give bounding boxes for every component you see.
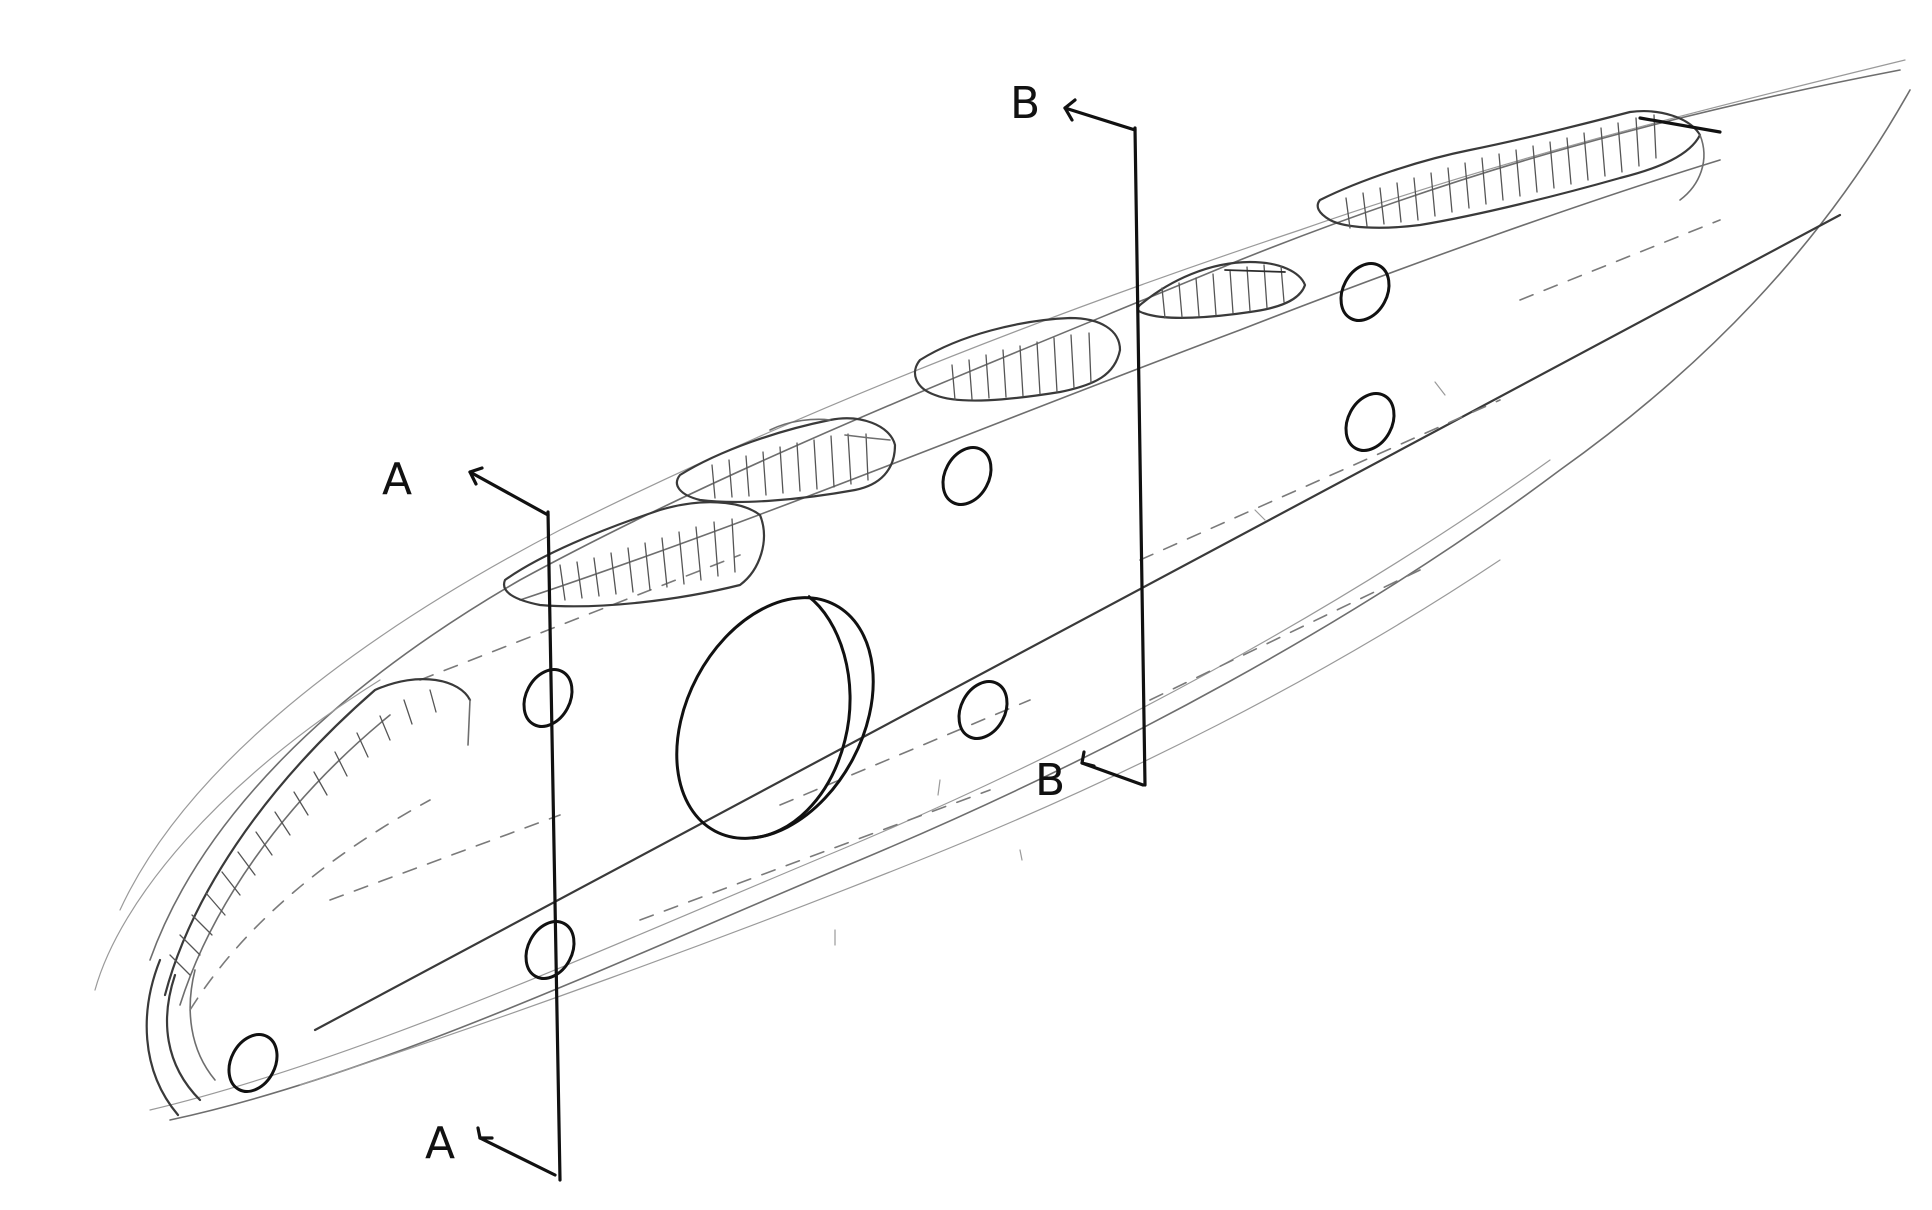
hole-a-upper: [522, 668, 574, 728]
mounting-holes: [227, 262, 1396, 1093]
ridge-segment-3: [675, 417, 897, 504]
ridge-segment-front: [163, 678, 472, 1006]
ridge-segments: [163, 110, 1722, 1006]
section-line-a: [468, 466, 562, 1182]
hole-front: [227, 1033, 279, 1093]
label-b-top: B: [1010, 78, 1040, 129]
label-a-bottom: A: [425, 1118, 455, 1169]
hole-rear-upper: [1339, 262, 1391, 322]
hole-a-lower: [524, 920, 576, 980]
hole-mid-upper: [941, 446, 993, 506]
hole-mid-lower: [957, 680, 1009, 740]
central-bore: [675, 594, 875, 840]
blade-outline: [94, 59, 1911, 1121]
hole-rear-lower: [1344, 392, 1396, 452]
ridge-segment-6: [1316, 110, 1722, 229]
section-line-b: [1063, 98, 1147, 787]
ridge-segment-5: [1136, 260, 1307, 319]
ridge-segment-4: [913, 316, 1122, 402]
label-b-bottom: B: [1035, 755, 1065, 806]
label-a-top: A: [382, 454, 412, 505]
ridge-segment-2: [502, 501, 765, 608]
